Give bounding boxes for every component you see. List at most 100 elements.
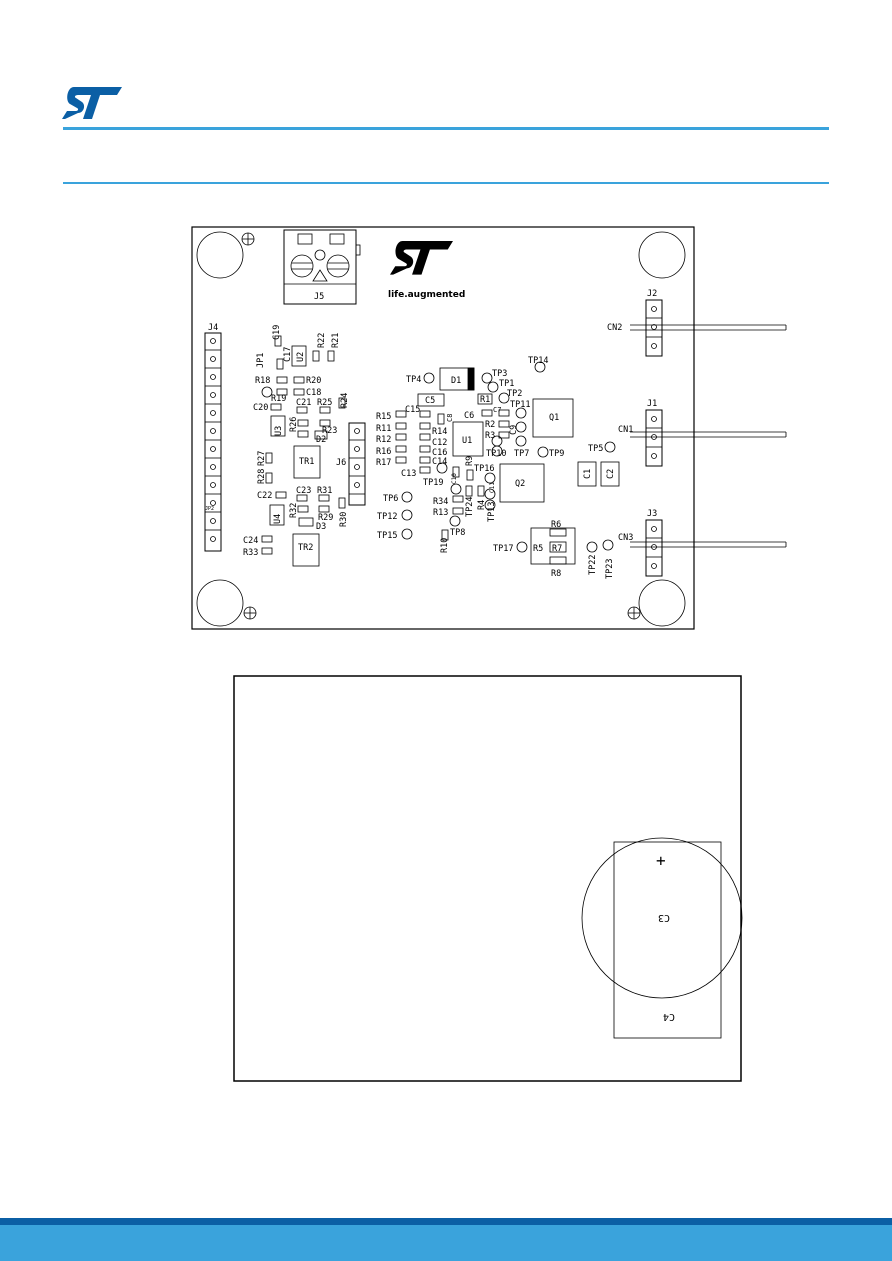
silkscreen-label: D3	[316, 522, 326, 532]
silkscreen-label: TP10	[486, 449, 506, 459]
bottom-board-outline	[233, 675, 742, 1082]
board-outline	[191, 226, 695, 630]
silkscreen-label: R15	[376, 412, 391, 422]
silkscreen-label: C6	[464, 411, 474, 421]
silkscreen-label: R12	[376, 435, 391, 445]
silkscreen-label: R28	[257, 469, 267, 484]
silkscreen-label: TP7	[514, 449, 529, 459]
silkscreen-label: R8	[551, 569, 561, 579]
j5-terminal-block: J5	[283, 229, 361, 305]
silkscreen-label: C18	[306, 388, 321, 398]
silkscreen-label: R32	[289, 503, 299, 518]
silkscreen-label: TP9	[549, 449, 564, 459]
silkscreen-label: R7	[552, 544, 562, 554]
silkscreen-label: TP3	[492, 369, 507, 379]
silkscreen-label: R10	[440, 538, 450, 553]
silkscreen-label: C15	[405, 405, 420, 415]
silkscreen-label: C12	[432, 438, 447, 448]
silkscreen-label: R20	[306, 376, 321, 386]
silkscreen-label: TP15	[377, 531, 397, 541]
silkscreen-label: R5	[533, 544, 543, 554]
silkscreen-label: R1	[480, 395, 490, 405]
silkscreen-label: R22	[317, 333, 327, 348]
silkscreen-label: U3	[274, 426, 284, 436]
board-logo-text: life.augmented	[388, 290, 465, 300]
silkscreen-label: TP22	[588, 555, 598, 575]
silkscreen-label: U4	[273, 514, 283, 524]
silkscreen-label: R21	[331, 333, 341, 348]
silkscreen-label: C17	[283, 347, 293, 362]
left-labels: C19 JP1 C17 U2 R22 R21 R18 R20 C18 R19 C…	[205, 325, 350, 558]
silkscreen-label: C10	[451, 473, 458, 484]
mount-hole	[638, 579, 686, 627]
silkscreen-label: R24	[340, 393, 350, 408]
silkscreen-label: C11	[489, 482, 496, 493]
pcb-top-layout: J5 life.augmented J4 J6	[191, 226, 787, 630]
mount-hole	[196, 231, 244, 279]
silkscreen-label: C19	[272, 325, 282, 340]
silkscreen-label: TP19	[423, 478, 443, 488]
mount-hole	[196, 579, 244, 627]
silkscreen-label: TP4	[406, 375, 421, 385]
silkscreen-label: C22	[257, 491, 272, 501]
silkscreen-label: R14	[432, 427, 447, 437]
silkscreen-label: R11	[376, 424, 391, 434]
silkscreen-label: TP17	[493, 544, 513, 554]
j5-label: J5	[314, 292, 324, 302]
j2-label: J2	[647, 289, 657, 299]
silkscreen-label: R29	[318, 513, 333, 523]
header-rule-bottom	[63, 182, 829, 184]
silkscreen-label: R3	[485, 431, 495, 441]
j4-label: J4	[208, 323, 218, 333]
silkscreen-label: TP12	[377, 512, 397, 522]
silkscreen-label: R9	[465, 456, 475, 466]
silkscreen-label: Q1	[549, 413, 559, 423]
j3-label: J3	[647, 509, 657, 519]
silkscreen-label: C14	[432, 457, 447, 467]
cn2-label: CN2	[607, 323, 622, 333]
silkscreen-label: TP23	[605, 559, 615, 579]
j1-label: J1	[647, 399, 657, 409]
silkscreen-label: TP11	[510, 400, 530, 410]
silkscreen-label: TP5	[588, 444, 603, 454]
silkscreen-label: R30	[339, 512, 349, 527]
silkscreen-label: R2	[485, 420, 495, 430]
silkscreen-label: TP2	[507, 389, 522, 399]
pcb-bottom-layout: + C3 C4	[233, 675, 743, 1082]
silkscreen-label: C16	[432, 448, 447, 458]
header-rule-top	[63, 127, 829, 130]
silkscreen-label: R4	[477, 500, 487, 510]
silkscreen-label: R6	[551, 520, 561, 530]
silkscreen-label: R33	[243, 548, 258, 558]
silkscreen-label: C2	[606, 469, 616, 479]
silkscreen-label: C5	[425, 396, 435, 406]
silkscreen-label: R26	[289, 417, 299, 432]
silkscreen-label: TP16	[474, 464, 494, 474]
c3-plus: +	[656, 851, 666, 870]
silkscreen-label: R17	[376, 458, 391, 468]
silkscreen-label: R23	[322, 426, 337, 436]
right-connectors: J2 CN2 J1 CN1 J3 CN3	[607, 289, 787, 577]
silkscreen-label: U2	[296, 352, 306, 362]
mount-hole	[638, 231, 686, 279]
silkscreen-label: C1	[583, 469, 593, 479]
silkscreen-label: C8	[446, 414, 454, 422]
silkscreen-label: TP24	[465, 497, 475, 517]
center-labels: TP4 D1 TP3 TP1 TP14 TP2 C5 R1 TP11 C15 R…	[376, 356, 616, 579]
silkscreen-label: R19	[271, 394, 286, 404]
silkscreen-label: C20	[253, 403, 268, 413]
footer-bar-light	[0, 1225, 892, 1261]
left-circuit	[261, 335, 346, 567]
c4-label: C4	[663, 1011, 675, 1022]
silkscreen-label: C24	[243, 536, 258, 546]
silkscreen-label: R25	[317, 398, 332, 408]
silkscreen-label: D1	[451, 376, 461, 386]
footer-bar-dark	[0, 1218, 892, 1225]
j6-label: J6	[336, 458, 346, 468]
silkscreen-label: TP1	[499, 379, 514, 389]
silkscreen-label: R31	[317, 486, 332, 496]
c3-outline	[581, 837, 743, 999]
silkscreen-label: JP1	[256, 353, 266, 368]
silkscreen-label: R18	[255, 376, 270, 386]
cn3-label: CN3	[618, 533, 633, 543]
